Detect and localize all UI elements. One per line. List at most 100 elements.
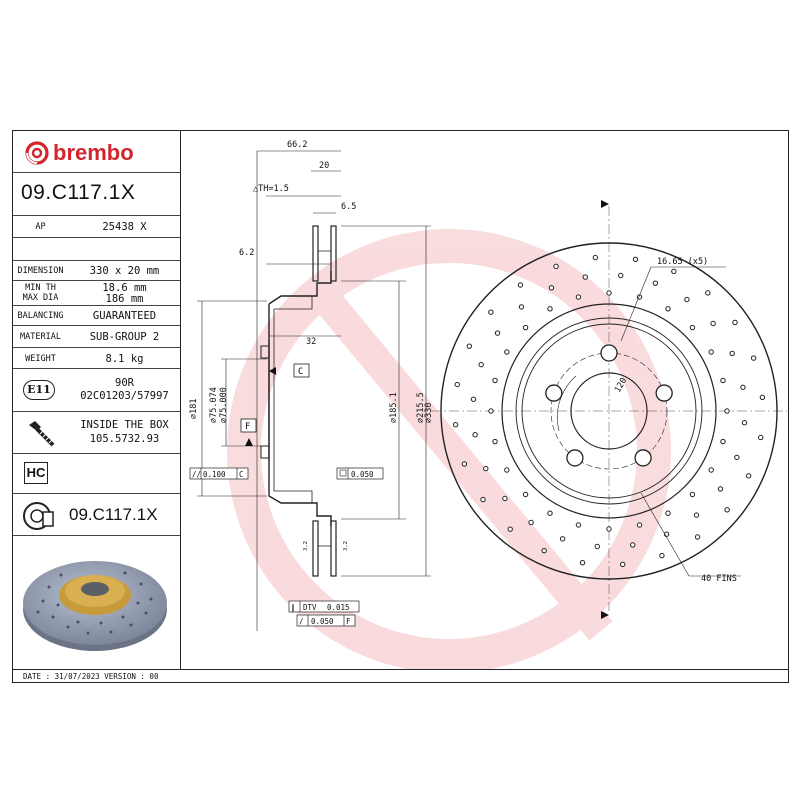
min-th-label: MIN TH [25,283,56,293]
dim-215-5: ⌀215.5 [416,392,426,423]
drilled-hole [492,377,498,384]
drilled-hole [502,495,508,502]
drilled-hole [606,290,612,296]
bolt-hole [655,384,673,402]
drilled-hole [472,432,478,438]
bolt-hole-label: 16.65 (x5) [657,257,708,267]
bottom-part-row: 09.C117.1X [13,494,180,536]
dim-185-1: ⌀185.1 [389,392,399,423]
e11-mark: E11 [23,380,55,400]
balancing-label: BALANCING [17,311,64,321]
tolerance-frames: // 0.100 C 0.050 ∥ DTV 0.015 / 0.050 F 3… [189,467,384,627]
roughness-left: 3.2 [303,541,309,551]
dimension-label: DIMENSION [17,266,64,276]
dtv-value: 0.015 [327,603,350,612]
dim-th: △TH=1.5 [253,184,289,194]
drilled-hole [594,543,600,550]
dim-75-000: ⌀75.000 [219,387,229,423]
drilled-hole [522,324,529,331]
drilled-hole [606,526,612,532]
ap-value: 25438 X [102,221,147,233]
approval-line1: 90R [115,377,134,389]
drilled-hole [671,268,677,275]
disc-profile-icon [23,502,54,530]
drilled-hole [740,384,746,390]
drilled-hole [665,510,671,516]
weight-value: 8.1 kg [105,353,144,365]
drilled-hole [684,296,690,303]
runout-ref: F [346,617,351,626]
dim-20: 20 [319,161,329,171]
roughness-right: 3.2 [343,541,349,551]
drilled-hole [541,547,547,554]
part-number-row: 09.C117.1X [13,173,180,216]
drilled-hole [708,467,714,473]
brand-name: brembo [53,140,134,165]
drilled-hole [494,330,501,336]
drilled-hole [652,280,659,286]
drilled-hole [759,394,766,401]
drilled-hole [483,465,489,472]
drilled-hole [729,350,735,357]
dim-32: 32 [306,337,316,347]
svg-text:∥: ∥ [291,603,295,612]
bolt-holes [545,344,673,467]
brand-row: brembo [13,131,180,173]
drawing-sheet: brembo 09.C117.1X AP 25438 X DIMENSION 3… [12,130,789,683]
drilled-hole [547,306,553,312]
drilled-hole [488,408,494,414]
dim-330: ⌀330 [424,403,434,423]
drilled-hole [734,454,740,461]
bolt-hole [545,384,563,402]
datum-f: F [240,418,257,446]
spec-panel: brembo 09.C117.1X AP 25438 X DIMENSION 3… [13,131,181,669]
drilled-hole [579,560,586,566]
screw-icon [29,421,55,447]
tol-parallel-ref: C [239,470,244,479]
drilled-hole [750,355,757,361]
runout: 0.050 [311,617,334,626]
drilled-hole [689,491,696,498]
drilled-hole [717,486,724,492]
bottom-part-number: 09.C117.1X [69,505,158,524]
drilled-hole [488,309,494,315]
approval-row: E11 90R 02C01203/57997 [13,369,180,412]
drilled-hole [745,473,752,479]
dimension-value: 330 x 20 mm [89,265,160,277]
drilled-hole [724,408,730,414]
brembo-watermark [227,229,671,669]
inside-box-line1: INSIDE THE BOX [80,419,169,431]
ap-row: AP 25438 X [13,216,180,238]
material-row: MATERIAL SUB-GROUP 2 [13,326,180,348]
drilled-hole [507,526,513,532]
drilled-hole [710,320,716,327]
drilled-hole [575,294,582,300]
drilled-hole [547,510,553,516]
drilled-holes [452,254,766,568]
drilled-hole [592,254,599,261]
blank-row [13,238,180,261]
dim-66-2: 66.2 [287,140,307,150]
max-dia-label: MAX DIA [22,293,59,303]
fins-label: 40 FINS [701,574,737,584]
bolt-hole [600,344,618,362]
disc-render-image [23,561,167,651]
drilled-hole [466,343,473,349]
drilled-hole [705,290,711,296]
drilled-hole [492,438,498,445]
material-label: MATERIAL [20,332,61,342]
part-number: 09.C117.1X [21,181,136,204]
drilled-hole [618,272,624,279]
drilled-hole [708,349,714,355]
balancing-row: BALANCING GUARANTEED [13,306,180,326]
min-max-row: MIN TH MAX DIA 18.6 mm 186 mm [13,281,180,306]
drilled-hole [553,263,559,270]
inside-box-row: INSIDE THE BOX 105.5732.93 [13,412,180,454]
dim-6-2: 6.2 [239,248,254,258]
drilled-hole [478,361,484,368]
drilled-hole [720,377,726,384]
bolt-hole [634,449,652,467]
weight-row: WEIGHT 8.1 kg [13,348,180,369]
drilled-hole [758,434,764,441]
drilled-hole [480,496,486,503]
